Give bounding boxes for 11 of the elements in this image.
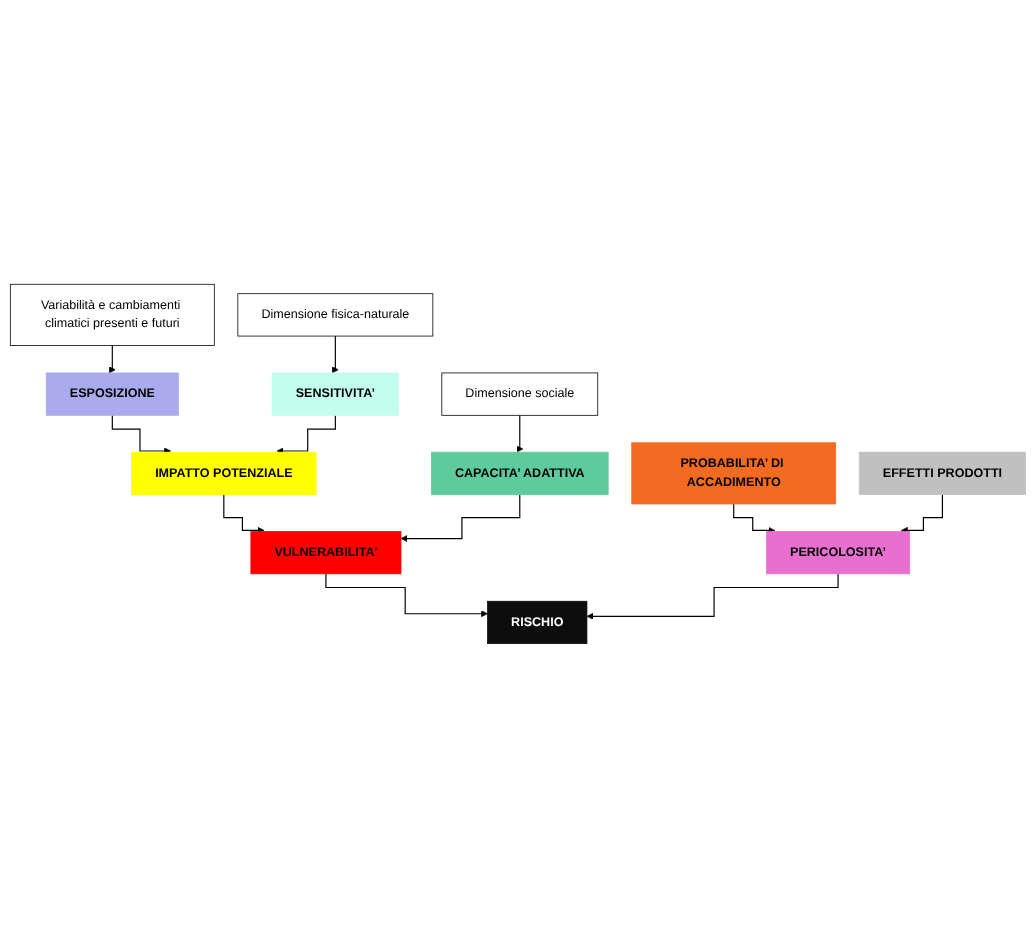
arrow	[900, 493, 944, 533]
arrow	[111, 413, 172, 454]
arrow	[108, 343, 116, 373]
arrow	[400, 493, 521, 542]
arrow	[586, 572, 839, 619]
arrow	[331, 334, 339, 373]
arrow	[276, 413, 336, 454]
arrow	[516, 413, 524, 452]
arrow	[733, 502, 776, 533]
arrow	[223, 493, 265, 533]
arrow	[325, 572, 488, 617]
